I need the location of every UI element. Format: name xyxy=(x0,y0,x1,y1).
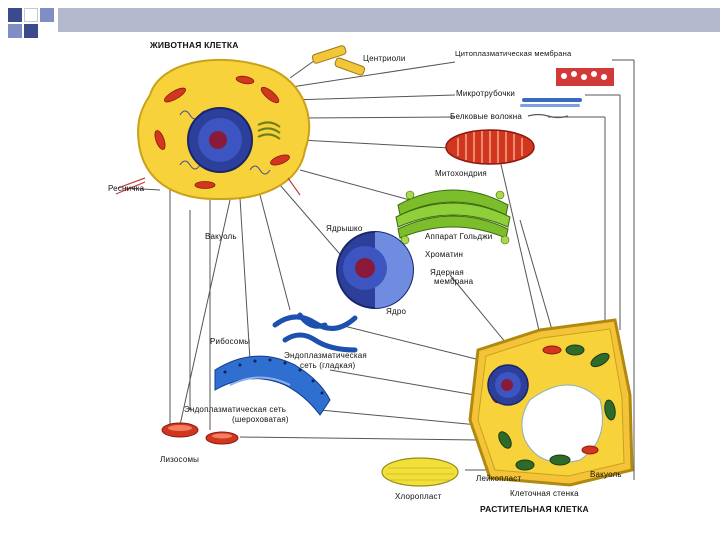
label-cell-wall: Клеточная стенка xyxy=(510,489,579,498)
connector-lines xyxy=(124,57,635,481)
label-vacuole-animal: Вакуоль xyxy=(205,232,237,241)
rough-er xyxy=(214,355,331,416)
label-chloroplast: Хлоропласт xyxy=(395,492,442,501)
decor-square xyxy=(8,8,22,22)
label-rough-er-2: (шероховатая) xyxy=(232,415,289,424)
smooth-er xyxy=(272,312,358,353)
label-smooth-er-2: сеть (гладкая) xyxy=(300,361,356,370)
microtubules xyxy=(520,98,582,107)
plant-cell xyxy=(468,318,634,487)
label-vacuole-plant: Вакуоль xyxy=(590,470,622,479)
nucleus-detail xyxy=(336,231,414,309)
label-mitochondrion: Митохондрия xyxy=(435,169,487,178)
label-smooth-er-1: Эндоплазматическая xyxy=(284,351,367,360)
mitochondrion xyxy=(445,129,535,165)
label-ribosomes: Рибосомы xyxy=(210,337,251,346)
label-golgi: Аппарат Гольджи xyxy=(425,232,493,241)
label-nucleus: Ядро xyxy=(386,307,407,316)
label-lysosomes: Лизосомы xyxy=(160,455,200,464)
protein-fibers xyxy=(527,113,569,119)
decor-square xyxy=(8,24,22,38)
label-centrioles: Центриоли xyxy=(363,54,406,63)
cytoplasmic-membrane xyxy=(556,68,614,86)
chloroplast xyxy=(381,457,459,487)
label-chromatin: Хроматин xyxy=(425,250,464,259)
decor-square xyxy=(24,24,38,38)
title-bar xyxy=(58,8,720,32)
label-cytoplasmic-membrane: Цитоплазматическая мембрана xyxy=(455,49,572,58)
golgi-apparatus xyxy=(395,189,511,245)
label-nucleolus: Ядрышко xyxy=(326,224,363,233)
label-leucoplast: Лейкопласт xyxy=(476,474,522,483)
label-animal-cell: ЖИВОТНАЯ КЛЕТКА xyxy=(150,40,239,50)
label-plant-cell: РАСТИТЕЛЬНАЯ КЛЕТКА xyxy=(480,504,589,514)
animal-cell xyxy=(115,58,311,201)
decor-square xyxy=(24,8,38,22)
label-protein-fibers: Белковые волокна xyxy=(450,112,523,121)
decor-square xyxy=(40,8,54,22)
label-nuclear-membrane-2: мембрана xyxy=(434,277,474,286)
label-rough-er-1: Эндоплазматическая сеть xyxy=(184,405,287,414)
centrioles xyxy=(311,45,366,76)
label-microtubules: Микротрубочки xyxy=(456,89,516,98)
label-nuclear-membrane-1: Ядерная xyxy=(430,268,464,277)
label-cilium: Ресничка xyxy=(108,184,145,193)
lysosomes xyxy=(161,422,239,445)
